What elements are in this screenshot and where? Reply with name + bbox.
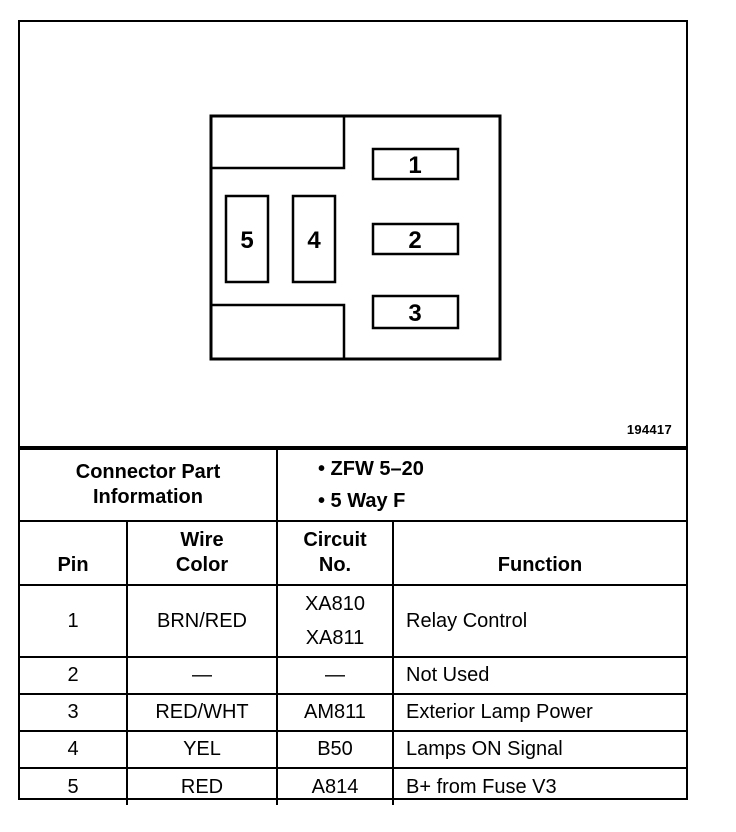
cavity-label-3: 3 xyxy=(408,300,421,327)
table-row: 5 RED A814 B+ from Fuse V3 xyxy=(20,767,687,805)
connector-diagram-area: 1 2 3 4 5 194417 xyxy=(20,22,686,448)
pin-cell: 3 xyxy=(20,693,128,732)
cavity-label-1: 1 xyxy=(408,152,421,179)
header-wire-color: Wire Color xyxy=(126,520,278,586)
connector-info-label-line2: Information xyxy=(93,486,203,508)
function-cell: B+ from Fuse V3 xyxy=(391,767,687,805)
illustration-number: 194417 xyxy=(626,422,672,437)
function-cell: Exterior Lamp Power xyxy=(391,693,687,732)
header-circuit-line2: No. xyxy=(318,554,352,576)
cavity-4 xyxy=(291,194,337,284)
wire-color-cell: RED/WHT xyxy=(126,693,278,732)
table-row: 1 BRN/RED XA810 XA811 Relay Control xyxy=(20,584,687,658)
cavity-1 xyxy=(371,147,460,181)
circuit-cell: — xyxy=(276,656,394,695)
header-function: Function xyxy=(391,520,687,586)
circuit-cell: XA810 XA811 xyxy=(276,584,394,658)
header-wire-color-line2: Color xyxy=(175,554,229,576)
circuit-cell: AM811 xyxy=(276,693,394,732)
wire-color-cell: YEL xyxy=(126,730,278,769)
pinout-table: Connector Part Information • ZFW 5–20 • … xyxy=(20,448,687,805)
connector-info-row: Connector Part Information • ZFW 5–20 • … xyxy=(20,448,687,522)
table-row: 2 — — Not Used xyxy=(20,656,687,695)
cavity-label-2: 2 xyxy=(408,227,421,254)
cavity-label-4: 4 xyxy=(307,227,321,254)
wire-color-cell: BRN/RED xyxy=(126,584,278,658)
connector-info-label: Connector Part Information xyxy=(20,448,278,522)
function-cell: Lamps ON Signal xyxy=(391,730,687,769)
cavity-2 xyxy=(371,222,460,256)
connector-key-top xyxy=(211,116,346,170)
header-pin: Pin xyxy=(20,520,128,586)
header-wire-color-line1: Wire xyxy=(180,529,224,551)
connector-face-diagram: 1 2 3 4 5 xyxy=(209,114,502,361)
header-circuit: Circuit No. xyxy=(276,520,394,586)
pin-cell: 2 xyxy=(20,656,128,695)
function-cell: Not Used xyxy=(391,656,687,695)
connector-part-number: • ZFW 5–20 xyxy=(318,458,424,480)
cavity-5 xyxy=(224,194,270,284)
table-header-row: Pin Wire Color Circuit No. Function xyxy=(20,520,687,586)
table-row: 4 YEL B50 Lamps ON Signal xyxy=(20,730,687,769)
circuit-number: XA810 xyxy=(304,593,366,615)
circuit-number: XA811 xyxy=(305,627,365,649)
function-cell: Relay Control xyxy=(391,584,687,658)
circuit-cell: B50 xyxy=(276,730,394,769)
wire-color-cell: RED xyxy=(126,767,278,805)
circuit-cell: A814 xyxy=(276,767,394,805)
pin-cell: 5 xyxy=(20,767,128,805)
pin-cell: 1 xyxy=(20,584,128,658)
table-row: 3 RED/WHT AM811 Exterior Lamp Power xyxy=(20,693,687,732)
header-circuit-line1: Circuit xyxy=(303,529,367,551)
wire-color-cell: — xyxy=(126,656,278,695)
connector-way-count: • 5 Way F xyxy=(318,490,406,512)
connector-body xyxy=(209,114,502,361)
connector-key-bottom xyxy=(211,303,346,359)
cavity-label-5: 5 xyxy=(240,227,253,254)
connector-info-label-line1: Connector Part xyxy=(75,461,221,483)
connector-info-values: • ZFW 5–20 • 5 Way F xyxy=(275,448,687,522)
connector-frame: 1 2 3 4 5 194417 Connector Part Informat… xyxy=(18,20,688,805)
cavity-3 xyxy=(371,294,460,330)
pin-cell: 4 xyxy=(20,730,128,769)
